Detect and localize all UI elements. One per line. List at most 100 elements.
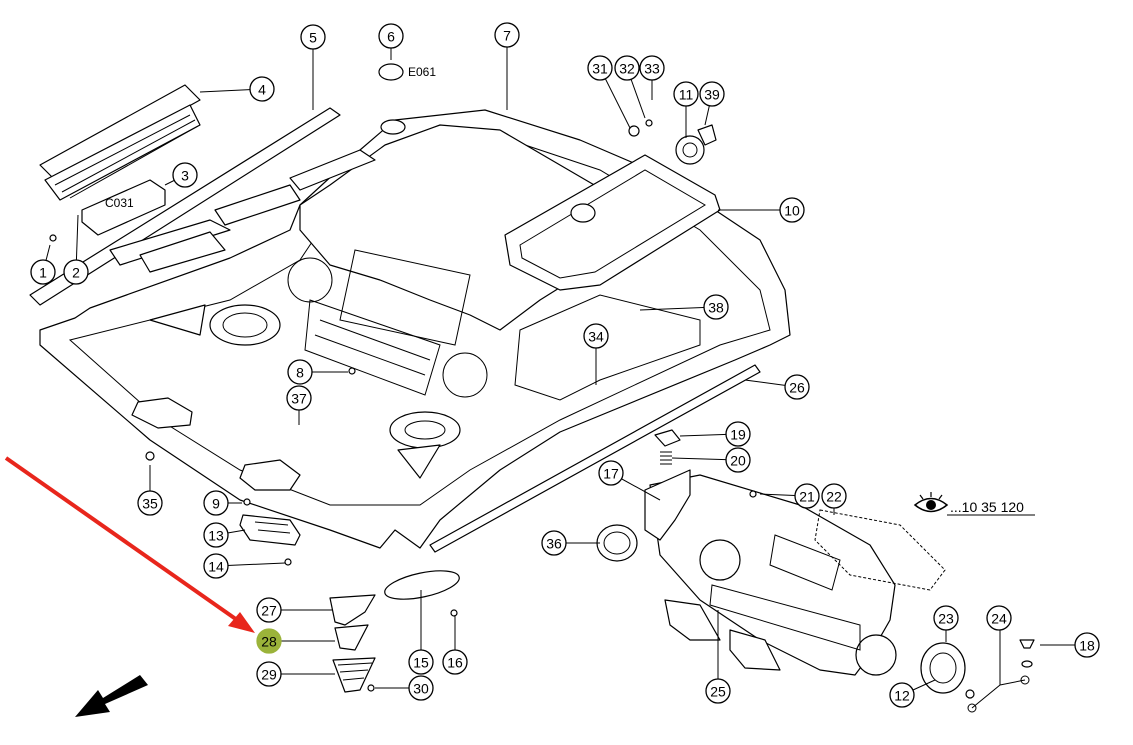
callout-number-14: 14 [208,559,224,575]
callout-circle-15 [408,649,434,675]
callout-32[interactable]: 32 [614,55,640,81]
callout-circle-26 [784,374,810,400]
callout-circle-34 [583,323,609,349]
callout-2[interactable]: 2 [63,259,89,285]
callout-37[interactable]: 37 [286,385,312,411]
callout-number-20: 20 [730,453,746,469]
callout-number-17: 17 [603,466,619,482]
callout-circle-30 [408,675,434,701]
callout-circle-29 [256,661,282,687]
callout-number-10: 10 [784,203,800,219]
callout-19[interactable]: 19 [725,421,751,447]
part-27-grille [329,594,376,626]
callout-21[interactable]: 21 [794,483,820,509]
callout-29[interactable]: 29 [256,661,282,687]
part-13-lamp-housing [239,514,301,546]
callout-circle-23 [933,605,959,631]
callout-circle-8 [287,359,313,385]
callout-6[interactable]: 6 [378,23,404,49]
callout-number-4: 4 [258,82,266,98]
callout-7[interactable]: 7 [494,22,520,48]
callout-9[interactable]: 9 [203,490,229,516]
callout-12[interactable]: 12 [889,682,915,708]
callout-number-36: 36 [546,536,562,552]
part-29-grille [332,657,376,693]
callout-26[interactable]: 26 [784,374,810,400]
callout-36[interactable]: 36 [541,530,567,556]
callout-circle-13 [203,522,229,548]
callout-number-2: 2 [72,265,80,281]
part-19-clip [654,429,681,465]
callout-number-1: 1 [39,265,47,281]
callout-28[interactable]: 28 [256,628,282,654]
see-reference-label: ...10 35 120 [950,499,1024,515]
callout-circle-38 [703,294,729,320]
callout-circle-14 [203,553,229,579]
callout-10[interactable]: 10 [779,197,805,223]
direction-arrow-icon [75,675,148,717]
callout-5[interactable]: 5 [300,24,326,50]
callout-38[interactable]: 38 [703,294,729,320]
callout-circle-6 [378,23,404,49]
callout-circle-2 [63,259,89,285]
callout-31[interactable]: 31 [587,55,613,81]
callout-circle-33 [639,55,665,81]
part-3-module [81,179,166,236]
callout-8[interactable]: 8 [287,359,313,385]
callout-circle-17 [598,460,624,486]
callout-39[interactable]: 39 [699,81,725,107]
callout-circle-7 [494,22,520,48]
callout-1[interactable]: 1 [30,259,56,285]
callout-35[interactable]: 35 [137,490,163,516]
callout-circle-22 [821,483,847,509]
part-25-brackets [664,599,781,671]
callout-15[interactable]: 15 [408,649,434,675]
callout-circle-5 [300,24,326,50]
callout-number-30: 30 [413,681,429,697]
callout-number-16: 16 [447,655,463,671]
callout-circle-37 [286,385,312,411]
callout-30[interactable]: 30 [408,675,434,701]
callout-number-26: 26 [789,380,805,396]
callout-16[interactable]: 16 [442,649,468,675]
callout-25[interactable]: 25 [705,678,731,704]
callout-20[interactable]: 20 [725,447,751,473]
callout-14[interactable]: 14 [203,553,229,579]
callout-number-8: 8 [296,365,304,381]
callout-number-34: 34 [588,329,604,345]
callout-33[interactable]: 33 [639,55,665,81]
part-10-sunroof-frame [504,154,721,291]
callout-circle-25 [705,678,731,704]
callout-13[interactable]: 13 [203,522,229,548]
callout-number-15: 15 [413,655,429,671]
callout-4[interactable]: 4 [249,76,275,102]
callout-11[interactable]: 11 [673,81,699,107]
callout-number-22: 22 [826,489,842,505]
callout-number-6: 6 [387,29,395,45]
callout-17[interactable]: 17 [598,460,624,486]
callout-number-25: 25 [710,684,726,700]
callout-number-29: 29 [261,667,277,683]
part-36-ring [596,524,638,562]
leader-line-38 [639,306,717,311]
callout-circle-1 [30,259,56,285]
callout-3[interactable]: 3 [172,162,198,188]
callout-23[interactable]: 23 [933,605,959,631]
callout-circle-12 [889,682,915,708]
callout-22[interactable]: 22 [821,483,847,509]
callout-number-38: 38 [708,300,724,316]
callout-34[interactable]: 34 [583,323,609,349]
callout-24[interactable]: 24 [986,605,1012,631]
callout-number-7: 7 [503,28,511,44]
callout-number-5: 5 [309,30,317,46]
callout-number-35: 35 [142,496,158,512]
code-label-c031: C031 [105,196,134,210]
callout-circle-32 [614,55,640,81]
callout-27[interactable]: 27 [256,597,282,623]
callout-circle-19 [725,421,751,447]
part-6-plug [378,63,406,135]
callout-circle-20 [725,447,751,473]
callout-18[interactable]: 18 [1074,632,1100,658]
